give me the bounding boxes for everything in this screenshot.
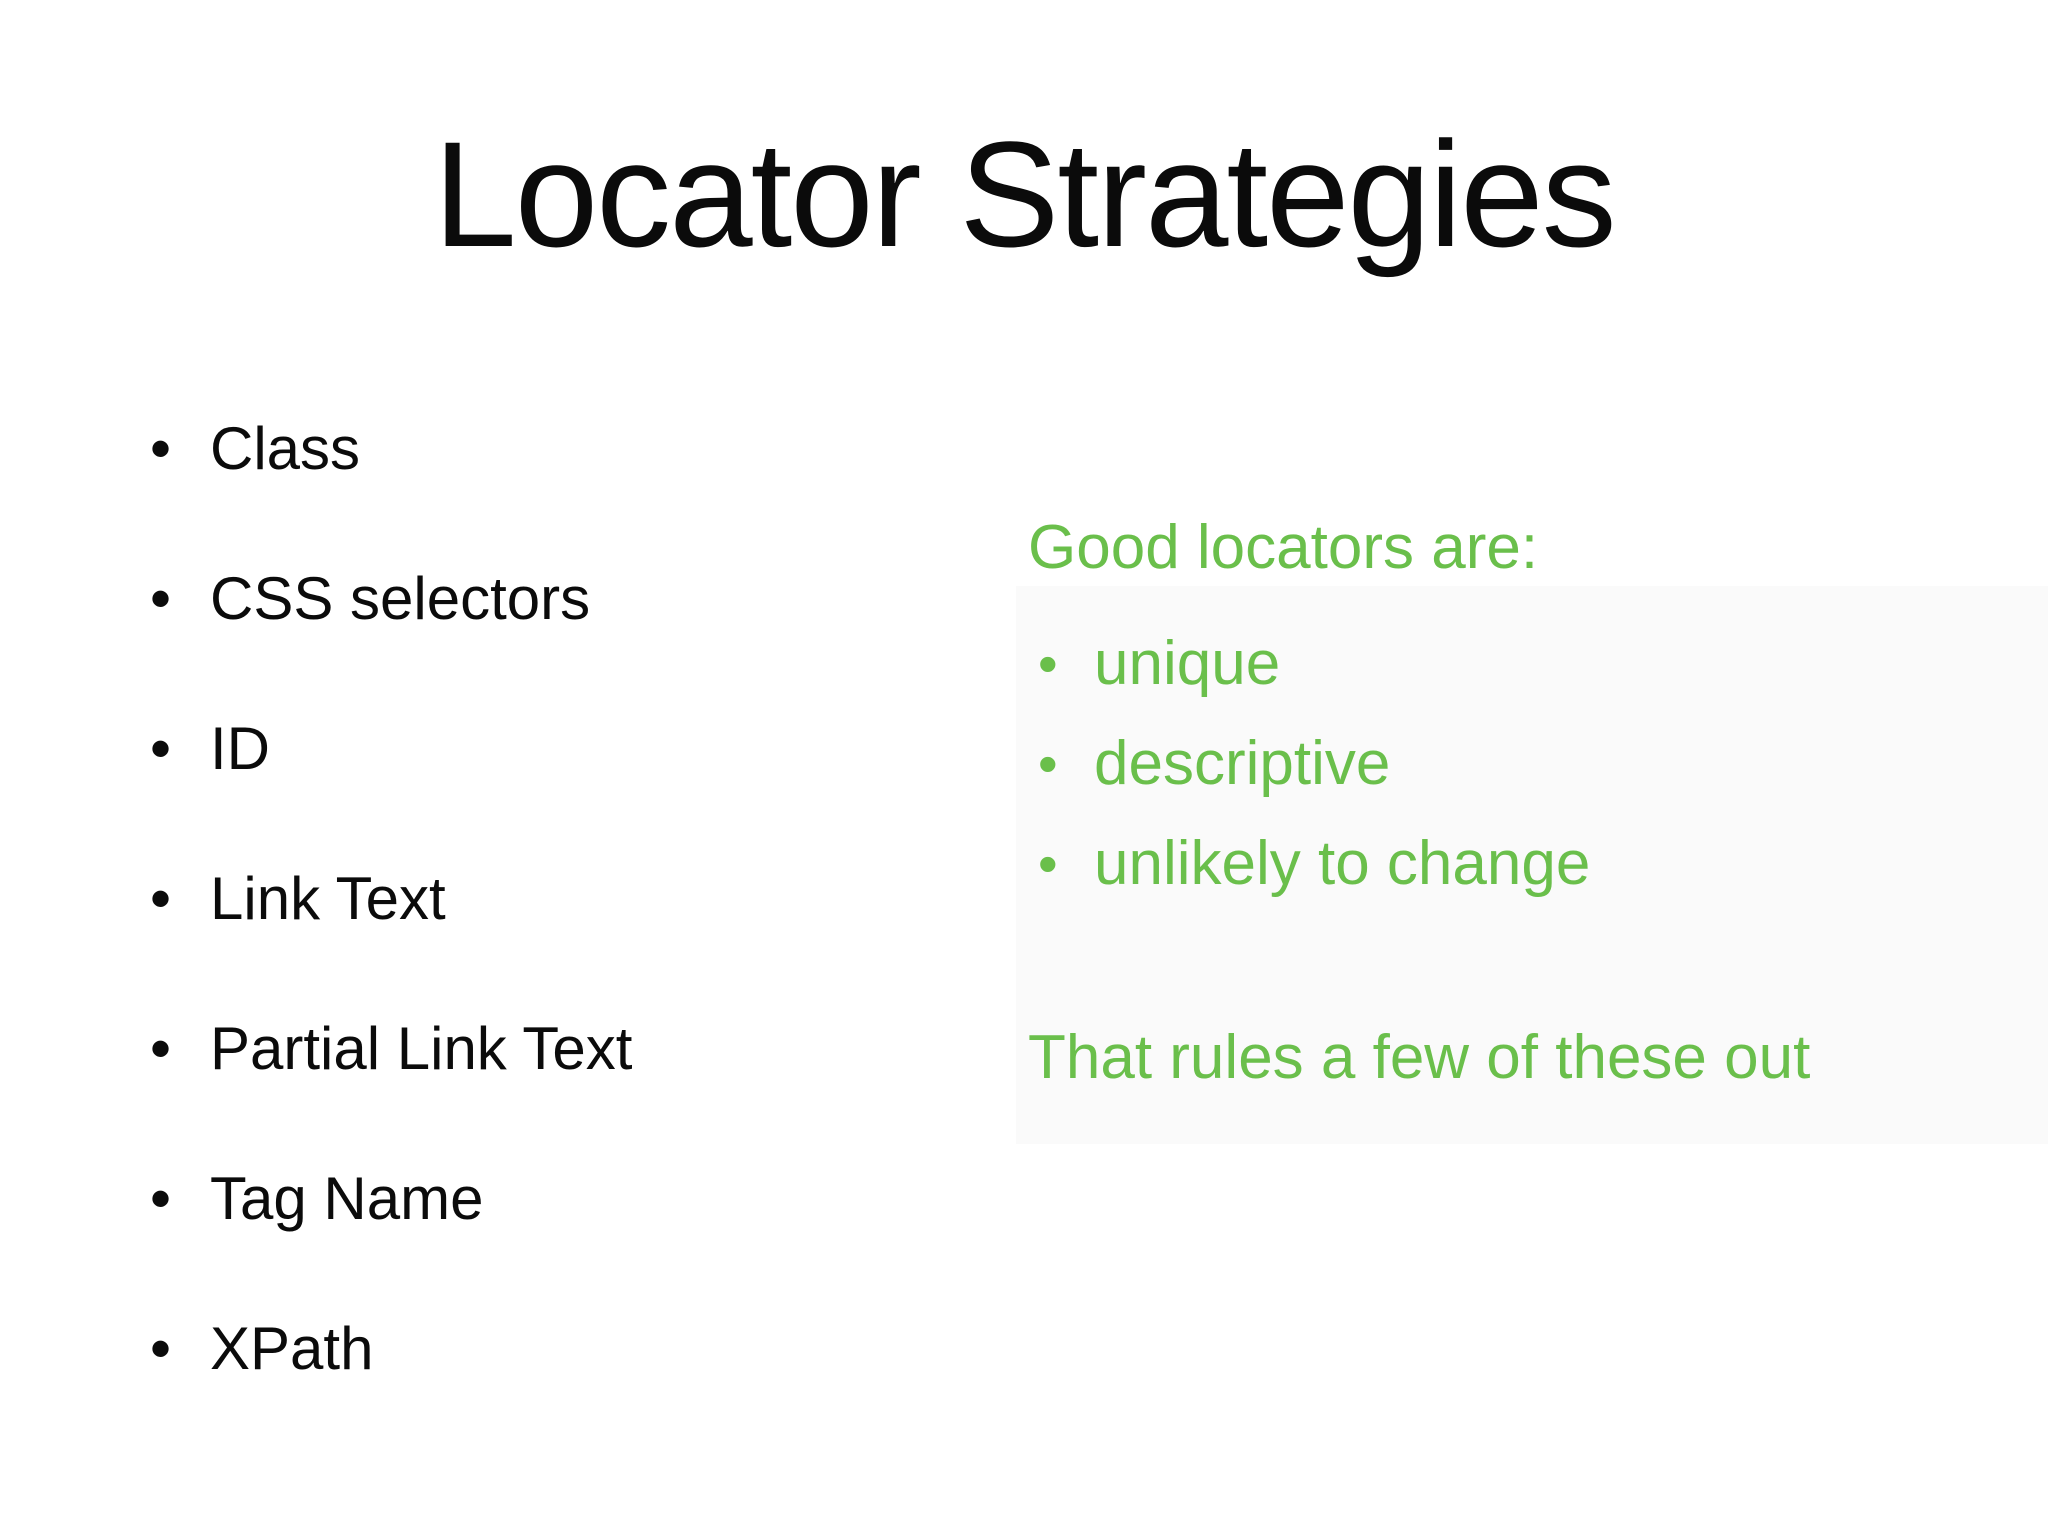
bullet-icon: • (150, 1015, 172, 1082)
list-item: • descriptive (1028, 728, 1810, 799)
bullet-icon: • (150, 415, 172, 482)
list-item: • Class (150, 418, 632, 480)
list-item: • unlikely to change (1028, 828, 1810, 899)
list-item: • Partial Link Text (150, 1018, 632, 1080)
good-locators-panel: Good locators are: • unique • descriptiv… (1028, 512, 1810, 1093)
list-item: • Tag Name (150, 1168, 632, 1230)
list-item: • unique (1028, 628, 1810, 699)
page-title: Locator Strategies (433, 110, 1616, 278)
background-panel (1016, 586, 2048, 1144)
note-text: That rules a few of these out (1028, 1023, 1811, 1092)
bullet-icon: • (150, 715, 172, 782)
list-item-label: Partial Link Text (210, 1015, 633, 1082)
list-item: • ID (150, 718, 632, 780)
good-locators-list: • unique • descriptive • unlikely to cha… (1028, 628, 1810, 899)
list-item-label: Link Text (210, 865, 446, 932)
list-item-label: XPath (210, 1315, 374, 1382)
list-item: • CSS selectors (150, 568, 632, 630)
bullet-icon: • (1038, 632, 1058, 695)
list-item: • XPath (150, 1318, 632, 1380)
list-item-label: descriptive (1094, 729, 1391, 798)
list-item-label: unlikely to change (1094, 829, 1591, 898)
list-item: • Link Text (150, 868, 632, 930)
list-item-label: Tag Name (210, 1165, 484, 1232)
locator-strategies-list: • Class • CSS selectors • ID • Link Text… (150, 418, 632, 1468)
bullet-icon: • (1038, 732, 1058, 795)
list-item-label: CSS selectors (210, 565, 591, 632)
bullet-icon: • (150, 1315, 172, 1382)
bullet-icon: • (150, 565, 172, 632)
list-item-label: Class (210, 415, 361, 482)
bullet-icon: • (150, 865, 172, 932)
bullet-icon: • (1038, 832, 1058, 895)
list-item-label: ID (210, 715, 270, 782)
list-item-label: unique (1094, 629, 1281, 698)
bullet-icon: • (150, 1165, 172, 1232)
good-locators-heading: Good locators are: (1028, 513, 1539, 582)
